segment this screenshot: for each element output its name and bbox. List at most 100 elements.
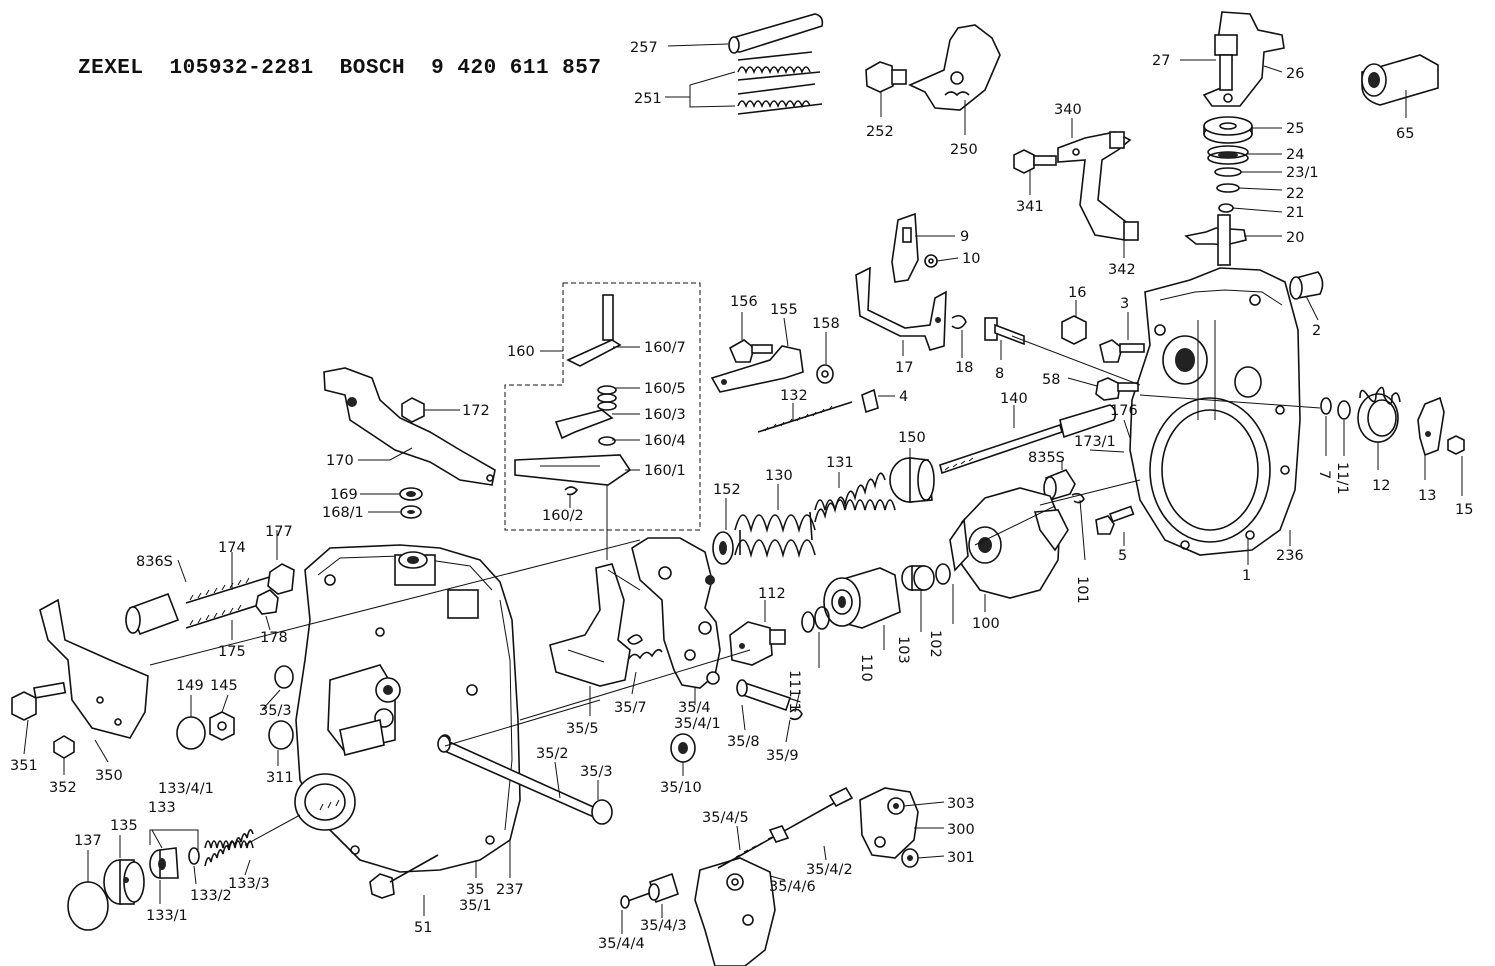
rod-132[interactable] xyxy=(757,401,853,433)
spring-12[interactable] xyxy=(1357,386,1401,443)
nut-145[interactable] xyxy=(209,711,235,741)
ring-23-1[interactable] xyxy=(1214,167,1242,177)
lever-13[interactable] xyxy=(1417,396,1445,457)
sleeve-103[interactable] xyxy=(901,565,935,591)
plate-300[interactable] xyxy=(859,787,919,859)
label-8: 8 xyxy=(995,366,1004,382)
washers-111-1[interactable] xyxy=(801,606,830,633)
washer-11-1[interactable] xyxy=(1337,400,1351,420)
washer-301[interactable] xyxy=(901,848,919,868)
screw-352[interactable] xyxy=(53,735,75,759)
plug-135[interactable] xyxy=(103,859,145,905)
ring-35-3[interactable] xyxy=(274,665,294,689)
bolt-5[interactable] xyxy=(1095,505,1135,535)
clip-160-2[interactable] xyxy=(564,486,579,496)
cap-137[interactable] xyxy=(67,881,109,931)
bolt-58[interactable] xyxy=(1095,377,1139,401)
lever-17[interactable] xyxy=(855,266,947,351)
clip-4[interactable] xyxy=(861,388,879,414)
lever-170[interactable] xyxy=(323,367,496,486)
flyweight-carrier-100[interactable] xyxy=(949,487,1069,599)
plug-836s[interactable] xyxy=(125,592,180,636)
spring-130[interactable] xyxy=(734,511,816,559)
washer-25[interactable] xyxy=(1203,116,1253,144)
label-155: 155 xyxy=(770,302,798,318)
nut-178[interactable] xyxy=(255,589,279,615)
sleeve-35-4-3[interactable] xyxy=(648,872,679,904)
clip-18[interactable] xyxy=(951,314,967,330)
pin-35-4-4[interactable] xyxy=(620,892,651,909)
screw-27[interactable] xyxy=(1214,34,1238,91)
cup-150[interactable] xyxy=(889,457,935,503)
pin-257[interactable] xyxy=(728,13,824,54)
cap-149[interactable] xyxy=(176,716,206,750)
screw-156[interactable] xyxy=(728,339,773,363)
piston-133[interactable] xyxy=(149,847,179,879)
nut-172[interactable] xyxy=(401,397,425,423)
label-176: 176 xyxy=(1110,403,1138,419)
brand-bosch: BOSCH xyxy=(339,57,406,80)
shaft-20[interactable] xyxy=(1184,214,1247,266)
lever-250[interactable] xyxy=(908,24,1001,111)
shaft-140[interactable] xyxy=(939,404,1117,475)
lever-35-4[interactable] xyxy=(631,537,721,689)
sleeve-65[interactable] xyxy=(1361,54,1439,106)
spring-160-5[interactable] xyxy=(597,385,617,411)
threaded-rod-35-4-5[interactable] xyxy=(717,786,854,869)
label-173-1: 173/1 xyxy=(1074,434,1116,450)
screw-175[interactable] xyxy=(185,601,269,629)
spring-35-7[interactable] xyxy=(627,634,663,661)
bolt-341[interactable] xyxy=(1013,149,1057,174)
bracket-35-5[interactable] xyxy=(549,563,631,687)
plate-160-1[interactable] xyxy=(514,454,632,486)
bracket-340[interactable] xyxy=(1057,131,1132,241)
plate-9[interactable] xyxy=(891,212,919,283)
bosch-part-number: 9 420 611 857 xyxy=(431,57,602,80)
governor-housing-1[interactable] xyxy=(1129,267,1301,556)
pin-160-7[interactable] xyxy=(566,294,622,367)
bolt-16[interactable] xyxy=(1061,315,1087,345)
spring-131[interactable] xyxy=(814,472,896,523)
ring-7[interactable] xyxy=(1320,397,1332,415)
sleeve-35-10[interactable] xyxy=(670,733,696,763)
washer-168-1[interactable] xyxy=(400,505,422,519)
clip-35-9[interactable] xyxy=(789,708,803,721)
washer-152[interactable] xyxy=(712,531,734,565)
spring-133-3[interactable] xyxy=(204,829,254,867)
lever-26[interactable] xyxy=(1202,11,1285,107)
cover-350[interactable] xyxy=(39,598,149,739)
ring-22[interactable] xyxy=(1216,183,1240,193)
plug-2[interactable] xyxy=(1289,271,1324,300)
clip-101[interactable] xyxy=(1071,492,1085,504)
block-112[interactable] xyxy=(729,621,786,666)
bolt-342[interactable] xyxy=(1123,221,1139,241)
screw-3[interactable] xyxy=(1099,339,1145,363)
label-35-4: 35/4 xyxy=(678,700,711,716)
label-25: 25 xyxy=(1286,121,1304,137)
pump-housing-35[interactable] xyxy=(294,544,521,873)
plug-252[interactable] xyxy=(865,61,907,93)
label-102: 102 xyxy=(927,630,943,658)
bracket-155[interactable] xyxy=(710,345,804,393)
ring-311[interactable] xyxy=(268,720,294,750)
shaft-35-2[interactable] xyxy=(437,735,613,825)
washer-169[interactable] xyxy=(399,487,423,501)
cylinder-110[interactable] xyxy=(823,567,901,629)
ring-160-4[interactable] xyxy=(598,436,616,446)
part-160-3[interactable] xyxy=(554,409,614,440)
pin-8[interactable] xyxy=(984,317,1025,346)
nut-35-4-2[interactable] xyxy=(768,825,790,843)
spring-24[interactable] xyxy=(1207,145,1249,165)
ring-102[interactable] xyxy=(935,563,951,585)
bolt-51[interactable] xyxy=(369,854,439,899)
bolt-351[interactable] xyxy=(11,681,67,721)
washer-21[interactable] xyxy=(1218,203,1234,213)
nut-15[interactable] xyxy=(1447,435,1465,455)
nut-177[interactable] xyxy=(267,563,295,595)
housing-35-4-6[interactable] xyxy=(694,857,776,966)
nut-10[interactable] xyxy=(924,254,938,268)
pin-35-8[interactable] xyxy=(736,679,792,712)
ring-133-2[interactable] xyxy=(188,847,200,865)
nut-158[interactable] xyxy=(816,364,834,384)
spring-pair-251[interactable] xyxy=(737,51,823,115)
